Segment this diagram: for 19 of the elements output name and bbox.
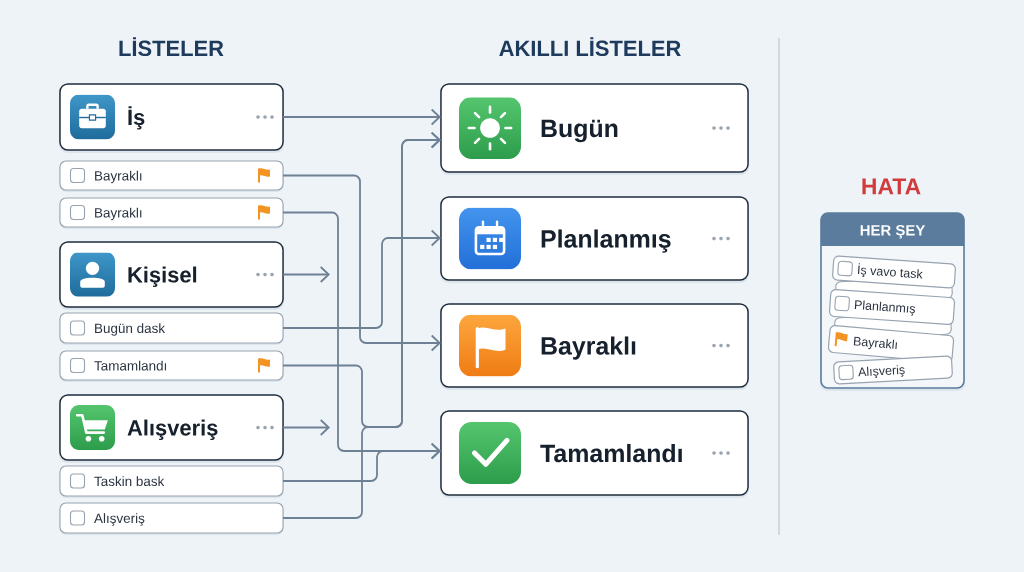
task-row: Bayraklı	[59, 197, 284, 229]
arrow	[282, 174, 441, 352]
arrow	[282, 442, 441, 482]
task-row: Taskin bask	[59, 465, 284, 498]
column-heading: LİSTELER	[119, 37, 224, 57]
task-card: İş vavo task	[832, 255, 956, 289]
column-heading: AKILLI LİSTELER	[499, 37, 681, 57]
error-heading: HATA	[862, 178, 921, 195]
arrow	[282, 419, 330, 436]
arrow	[282, 108, 441, 126]
arrow	[282, 229, 441, 329]
arrow	[282, 266, 330, 283]
task-row: Bugün dask	[59, 312, 284, 345]
task-row: Bayraklı	[59, 160, 284, 192]
task-card: Planlanmış	[828, 288, 956, 326]
task-card: Alışveriş	[833, 355, 953, 385]
task-row: Alışveriş	[59, 502, 284, 535]
task-row: Tamamlandı	[59, 350, 284, 382]
arrow	[282, 131, 441, 519]
